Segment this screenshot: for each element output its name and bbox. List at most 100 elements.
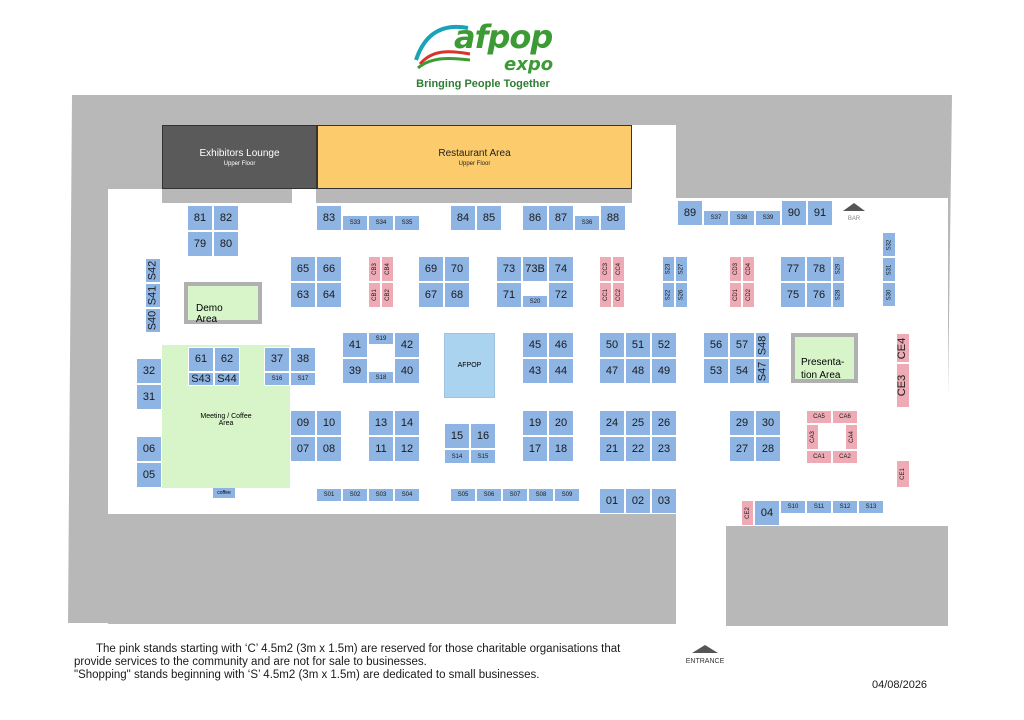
stand-83: 83 bbox=[316, 205, 342, 231]
stand-label: 75 bbox=[786, 288, 800, 301]
stand-s05: S05 bbox=[450, 488, 476, 502]
stand-label: 64 bbox=[322, 288, 336, 301]
stand-18: 18 bbox=[548, 436, 574, 462]
demo-label: Demo Area bbox=[196, 303, 223, 325]
stand-73b: 73B bbox=[522, 256, 548, 282]
stand-79: 79 bbox=[187, 231, 213, 257]
stand-label: CD3 bbox=[732, 262, 739, 276]
stand-label: CE3 bbox=[896, 374, 909, 397]
stand-s08: S08 bbox=[528, 488, 554, 502]
stand-03: 03 bbox=[651, 488, 677, 514]
stand-label: 72 bbox=[554, 288, 568, 301]
stand-50: 50 bbox=[599, 332, 625, 358]
stand-label: 85 bbox=[482, 211, 496, 224]
hall-gray-block bbox=[316, 189, 632, 203]
afpop-area: AFPOP bbox=[444, 333, 495, 398]
stand-13: 13 bbox=[368, 410, 394, 436]
stand-s14: S14 bbox=[444, 449, 470, 464]
stand-40: 40 bbox=[394, 358, 420, 384]
stand-label: 78 bbox=[812, 262, 826, 275]
stand-ce2: CE2 bbox=[741, 500, 754, 526]
stand-63: 63 bbox=[290, 282, 316, 308]
stand-label: 89 bbox=[683, 206, 697, 219]
stand-41: 41 bbox=[342, 332, 368, 358]
stand-label: 15 bbox=[450, 429, 464, 442]
stand-s15: S15 bbox=[470, 449, 496, 464]
stand-s30: S30 bbox=[882, 282, 896, 307]
stand-label: 08 bbox=[322, 442, 336, 455]
stand-label: 43 bbox=[528, 364, 542, 377]
stand-s26: S26 bbox=[675, 282, 688, 308]
stand-label: CC4 bbox=[615, 262, 622, 276]
stand-label: S29 bbox=[835, 263, 842, 275]
stand-label: 53 bbox=[709, 364, 723, 377]
stand-15: 15 bbox=[444, 423, 470, 449]
stand-label: 46 bbox=[554, 338, 568, 351]
stand-label: S43 bbox=[191, 372, 211, 385]
logo-word: afpop bbox=[454, 18, 553, 56]
stand-11: 11 bbox=[368, 436, 394, 462]
stand-label: S16 bbox=[271, 376, 283, 382]
stand-28: 28 bbox=[755, 436, 781, 462]
stand-85: 85 bbox=[476, 205, 502, 231]
stand-39: 39 bbox=[342, 358, 368, 384]
stand-70: 70 bbox=[444, 256, 470, 282]
footer-note: The pink stands starting with ‘C’ 4.5m2 … bbox=[74, 643, 684, 682]
stand-label: 48 bbox=[631, 364, 645, 377]
stand-s38: S38 bbox=[729, 210, 755, 226]
stand-label: 52 bbox=[657, 338, 671, 351]
stand-22: 22 bbox=[625, 436, 651, 462]
stand-label: 57 bbox=[735, 338, 749, 351]
stand-label: CA2 bbox=[839, 454, 851, 460]
stand-label: S09 bbox=[561, 492, 573, 498]
stand-86: 86 bbox=[522, 205, 548, 231]
stand-s44: S44 bbox=[214, 372, 240, 386]
stand-ca6: CA6 bbox=[832, 410, 858, 424]
stand-s02: S02 bbox=[342, 488, 368, 502]
stand-26: 26 bbox=[651, 410, 677, 436]
stand-label: S26 bbox=[678, 289, 685, 301]
stand-32: 32 bbox=[136, 358, 162, 384]
afpop-label: AFPOP bbox=[457, 362, 482, 369]
stand-label: CD4 bbox=[745, 262, 752, 276]
meeting-label: Meeting / Coffee Area bbox=[200, 413, 252, 427]
stand-label: S15 bbox=[477, 453, 489, 460]
stand-label: 24 bbox=[605, 416, 619, 429]
stand-49: 49 bbox=[651, 358, 677, 384]
stand-ca5: CA5 bbox=[806, 410, 832, 424]
stand-label: 40 bbox=[400, 364, 414, 377]
stand-label: S13 bbox=[865, 504, 877, 510]
stand-label: CE4 bbox=[896, 337, 909, 359]
stand-label: 70 bbox=[450, 262, 464, 275]
stand-label: 04 bbox=[760, 506, 774, 519]
stand-64: 64 bbox=[316, 282, 342, 308]
hall-gray-lower-left bbox=[108, 514, 676, 624]
stand-10: 10 bbox=[316, 410, 342, 436]
stand-label: S23 bbox=[665, 263, 672, 275]
stand-61: 61 bbox=[188, 347, 214, 372]
stand-label: 21 bbox=[605, 442, 619, 455]
stand-ca1: CA1 bbox=[806, 450, 832, 464]
stand-19: 19 bbox=[522, 410, 548, 436]
exhibitors-lounge: Exhibitors Lounge Upper Floor bbox=[162, 125, 317, 189]
restaurant-sub: Upper Floor bbox=[458, 160, 491, 167]
stand-s01: S01 bbox=[316, 488, 342, 502]
stand-81: 81 bbox=[187, 205, 213, 231]
stand-s47: S47 bbox=[755, 358, 770, 384]
stand-38: 38 bbox=[290, 347, 316, 372]
stand-label: S20 bbox=[529, 298, 541, 305]
stand-29: 29 bbox=[729, 410, 755, 436]
stand-s35: S35 bbox=[394, 215, 420, 231]
stand-17: 17 bbox=[522, 436, 548, 462]
stand-label: CA5 bbox=[813, 414, 825, 420]
stand-cb1: CB1 bbox=[368, 282, 381, 308]
restaurant-area: Restaurant Area Upper Floor bbox=[317, 125, 632, 189]
bar-label: BAR bbox=[847, 216, 861, 222]
stand-s10: S10 bbox=[780, 500, 806, 514]
stand-label: S14 bbox=[451, 453, 463, 460]
stand-s19: S19 bbox=[368, 332, 394, 345]
stand-12: 12 bbox=[394, 436, 420, 462]
entrance-marker: ENTRANCE bbox=[680, 640, 730, 665]
stand-02: 02 bbox=[625, 488, 651, 514]
stand-47: 47 bbox=[599, 358, 625, 384]
